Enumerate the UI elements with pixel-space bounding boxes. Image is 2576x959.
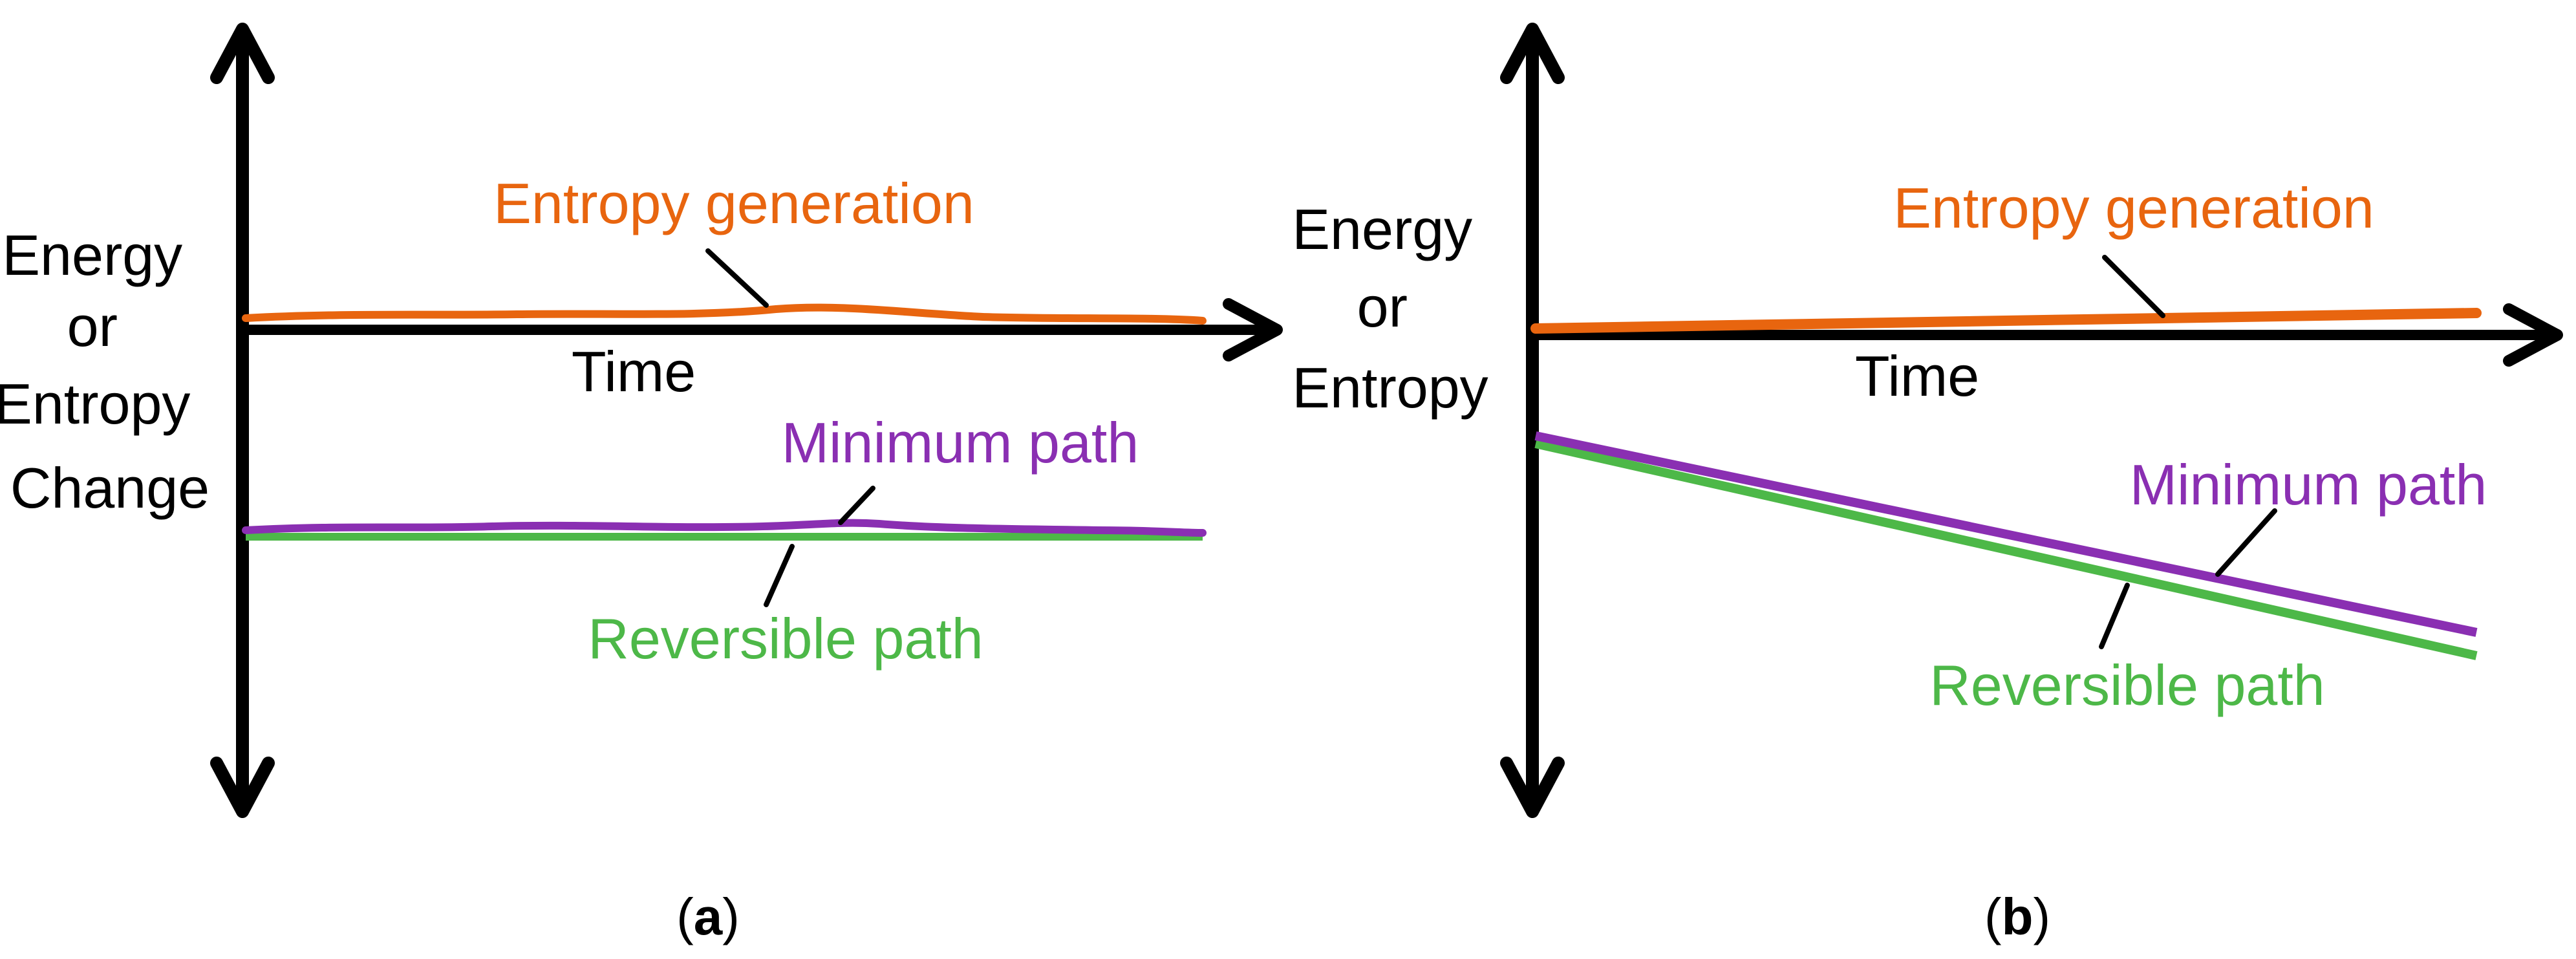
panel-b-entropy-generation-line [1530,308,2482,334]
panel-a-reversible-path-label: Reversible path [588,607,983,671]
panel-a-y-label: Energy or Entropy Change [0,223,209,520]
panel-b-y-label-line-1: Energy [1292,197,1472,261]
panel-a-y-label-line-4: Change [10,456,209,520]
panel-b-caption: (b) [1984,888,2050,945]
panel-a-y-axis-arrow-top [210,23,275,84]
panel-b-y-axis-arrow-top [1500,23,1565,84]
panel-b-caption-open: ( [1984,888,2002,945]
panel-a-y-axis-arrow-bottom [210,757,275,818]
panel-b-caption-letter: b [2002,888,2034,945]
panel-b-minimum-path-leader [2215,508,2277,577]
panel-a-y-label-line-2: or [67,294,118,358]
panel-a-y-label-line-3: Entropy [0,372,190,436]
panel-a-minimum-path-curve [242,519,1207,537]
panel-a: Energy or Entropy Change Time Entropy ge… [0,23,1283,945]
panel-a-entropy-generation-curve [242,303,1207,325]
panel-b-minimum-path-label: Minimum path [2130,453,2487,517]
panel-b-entropy-generation-label: Entropy generation [1893,176,2374,240]
panel-a-caption-letter: a [694,888,723,945]
panel-a-caption-close: ) [722,888,740,945]
panel-b-y-label-line-2: or [1357,275,1408,339]
panel-b-x-label: Time [1855,344,1979,408]
panel-b-y-axis-arrow-bottom [1500,757,1565,818]
panel-a-caption-open: ( [676,888,694,945]
panel-b-x-axis-arrow [2503,303,2563,367]
panel-b-y-label: Energy or Entropy [1292,197,1488,420]
panel-b-minimum-path-line [1534,431,2478,637]
panel-b-caption-close: ) [2033,888,2050,945]
panel-b-reversible-path-line [1534,439,2478,660]
panel-a-entropy-generation-leader [705,248,769,308]
panel-a-reversible-path-leader [764,544,795,607]
panel-b-y-label-line-3: Entropy [1292,356,1488,420]
panel-a-y-label-line-1: Energy [2,223,182,287]
panel-a-caption: (a) [676,888,740,945]
panel-b-entropy-generation-leader [2102,255,2165,318]
panel-a-minimum-path-label: Minimum path [782,411,1139,475]
panel-b-reversible-path-label: Reversible path [1929,653,2324,717]
panel-a-x-label: Time [572,339,696,404]
panel-a-x-axis-arrow [1223,298,1283,361]
panel-b-reversible-path-leader [2099,583,2130,649]
panel-b: Energy or Entropy Time Entropy generatio… [1292,23,2563,945]
panel-a-entropy-generation-label: Entropy generation [493,171,974,235]
panel-a-minimum-path-leader [838,486,875,525]
